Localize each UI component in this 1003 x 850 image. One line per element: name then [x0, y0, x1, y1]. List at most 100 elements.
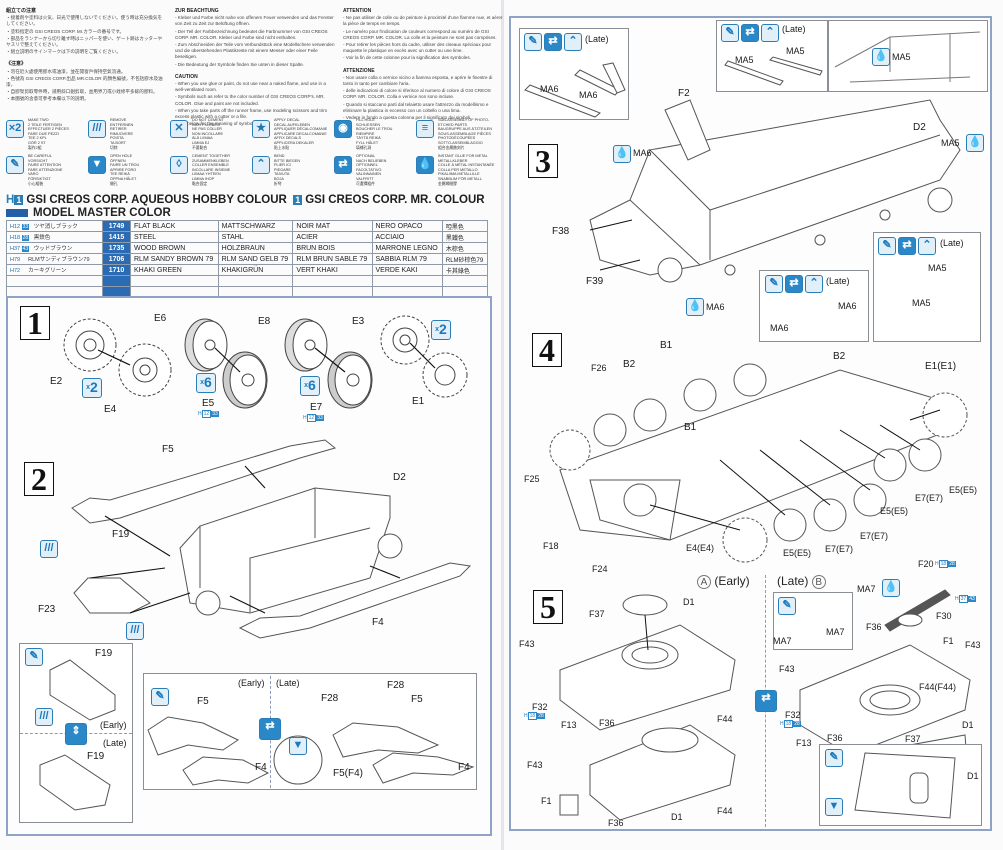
paint-name-it: VERDE KAKI [371, 264, 443, 276]
part-label: F32 [785, 710, 801, 720]
hull-detail-art [830, 22, 985, 90]
part-label: F13 [796, 738, 812, 748]
optional-icon: ⇄ [898, 237, 916, 255]
instant-glue-icon: 💧 [966, 134, 984, 152]
part-label: F26 [591, 363, 607, 373]
late-label: (Late) [276, 678, 300, 688]
part-label: E7(E7) [915, 493, 944, 503]
early-label: (Early) [714, 574, 750, 588]
part-label: MA5 [941, 138, 960, 148]
paint-name-it: MARRONE LEGNO [371, 242, 443, 254]
part-label: MA7 [857, 584, 876, 594]
paint-name-fr: RLM BRUN SABLE 79 [292, 253, 373, 265]
note-line: - Symbols such as refer to the color num… [175, 94, 325, 106]
part-label: F5 [162, 444, 174, 455]
part-label: F43 [519, 639, 535, 649]
part-label: E7(E7) [825, 544, 854, 554]
part-label: MA5 [928, 263, 947, 273]
paint-code-cell: H12 33 ツヤ消しブラック [6, 220, 103, 232]
model-master-number [102, 275, 131, 287]
step3-hull-art [560, 90, 980, 290]
notes-title: ZUR BEACHTUNG [175, 8, 219, 14]
paint-name-de: HOLZBRAUN [217, 242, 294, 254]
paint-name-fr: NOIR MAT [292, 220, 373, 232]
paint-name-cn: 木棕色 [441, 242, 489, 254]
part-label: F36 [866, 622, 882, 632]
make-two-icon: x2 [82, 378, 102, 398]
part-label: F5 [197, 696, 209, 707]
step2-hull-art [60, 428, 480, 638]
bend-icon: ⌃ [761, 24, 779, 42]
note-line: ・部品をランナーから切り離す時はニッパーを使い、ゲート跡はカッターやヤスリで整え… [6, 35, 163, 48]
note-line: ・勿在近火處使用膠水或油漆，並在開窗戶保持空氣流通。 [6, 68, 126, 74]
part-label: D2 [913, 122, 926, 133]
note-line: ・自膠架剪取零件時，請用斜口鉗剪取，並用界刀或小銼修平多餘的膠料。 [6, 89, 158, 95]
variant-b-marker: B [811, 575, 826, 589]
part-label: D1 [967, 771, 979, 781]
part-label: MA5 [912, 298, 931, 308]
paint-row [6, 275, 489, 287]
part-label: B1 [660, 340, 673, 351]
fender-parts-art [148, 695, 473, 790]
early-label: (Early) [238, 678, 265, 688]
note-line: - Non usare colla o vernice vicino a fia… [343, 74, 493, 87]
part-label: F1 [943, 636, 954, 646]
be-careful-icon: ✎ [878, 237, 896, 255]
part-label: MA6 [579, 90, 598, 100]
paint-name-cn: RLM砂棕色79 [441, 253, 489, 265]
paint-name-fr [292, 275, 373, 287]
be-careful-icon: ✎ [6, 156, 24, 174]
step-number: 4 [532, 333, 562, 367]
part-label: D2 [393, 472, 406, 483]
note-line: - Zum Abschneiden der Teile vom Verbunds… [175, 42, 335, 60]
part-label: E5(E5) [880, 506, 909, 516]
optional-icon: ⇄ [741, 24, 759, 42]
paint-name-cn: 卡其綠色 [441, 264, 489, 276]
part-label: D1 [683, 597, 695, 607]
paint-name-it: NERO OPACO [371, 220, 443, 232]
part-label: E5(E5) [949, 485, 978, 495]
paint-code-cell: H18 28 黒鉄色 [6, 231, 103, 243]
paint-name-cn: 啞黑色 [441, 220, 489, 232]
part-label: MA7 [773, 636, 792, 646]
be-careful-icon: ✎ [765, 275, 783, 293]
part-label: F37 [589, 609, 605, 619]
part-label: MA6 [770, 323, 789, 333]
cement-together-icon: ◊ [170, 156, 188, 174]
part-label: E7 [310, 402, 323, 413]
part-label: F18 [543, 541, 559, 551]
make-six-icon: x6 [300, 376, 320, 396]
model-master-number: 1735 [102, 242, 131, 254]
part-label: F43 [527, 760, 543, 770]
note-line: - Vedere in fondo a questa colonna per i… [343, 115, 472, 121]
notes-title: ATTENZIONE [343, 67, 375, 74]
instant-glue-icon: 💧 [882, 579, 900, 597]
make-six-icon: x6 [196, 373, 216, 393]
paint-name-de [217, 275, 294, 287]
fill-hole-icon: ◉ [334, 120, 352, 138]
paint-name-en [130, 275, 219, 287]
open-hole-icon: ▼ [825, 798, 843, 816]
early-label: (Early) [100, 720, 127, 730]
paint-name-en: KHAKI GREEN [130, 264, 219, 276]
paint-name-fr: ACIER [292, 231, 373, 243]
part-label: F19 [87, 751, 105, 762]
part-label: E7(E7) [860, 531, 889, 541]
part-label: MA7 [826, 627, 845, 637]
part-label: E5(E5) [783, 548, 812, 558]
open-hole-icon: ▼ [88, 156, 106, 174]
paint-name-it [371, 275, 443, 287]
instant-glue-icon: 💧 [613, 145, 631, 163]
remove-icon: /// [35, 708, 53, 726]
